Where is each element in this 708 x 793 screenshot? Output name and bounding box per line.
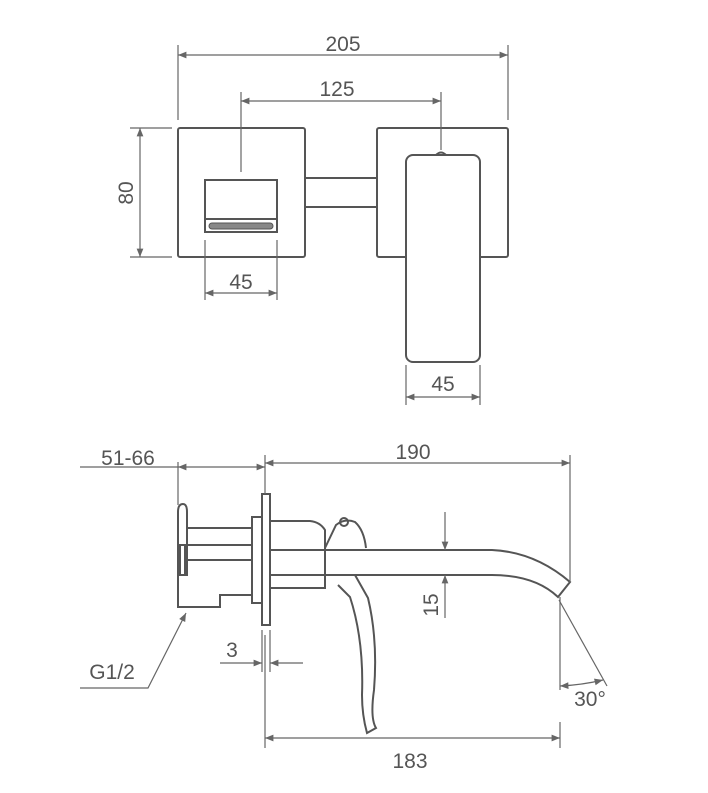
mixer-handle [405, 154, 481, 363]
dim-cartridge-width: 45 [229, 271, 252, 294]
dim-wall-depth: 51-66 [101, 447, 155, 470]
dim-projection: 190 [395, 441, 430, 464]
lever-handle [324, 519, 378, 735]
wall-plate [261, 493, 271, 626]
concealed-body [177, 502, 252, 608]
diverter-box [204, 179, 278, 233]
dim-spout-reach: 183 [392, 750, 427, 773]
dim-center-distance: 125 [319, 78, 354, 101]
mixer-body [270, 520, 326, 589]
dim-handle-width: 45 [431, 373, 454, 396]
diverter-slot [208, 222, 274, 230]
dim-plate-thickness: 3 [226, 639, 238, 662]
spout [270, 549, 572, 599]
front-view: 205 125 80 45 45 [115, 33, 509, 405]
dim-overall-width: 205 [325, 33, 360, 56]
dim-height: 80 [115, 181, 138, 204]
angle-label: 30° [574, 688, 606, 711]
thread-label: G1/2 [89, 661, 135, 684]
side-view: 51-66 190 15 3 G1/2 183 30° [80, 441, 608, 773]
dim-spout-height: 15 [420, 593, 443, 616]
